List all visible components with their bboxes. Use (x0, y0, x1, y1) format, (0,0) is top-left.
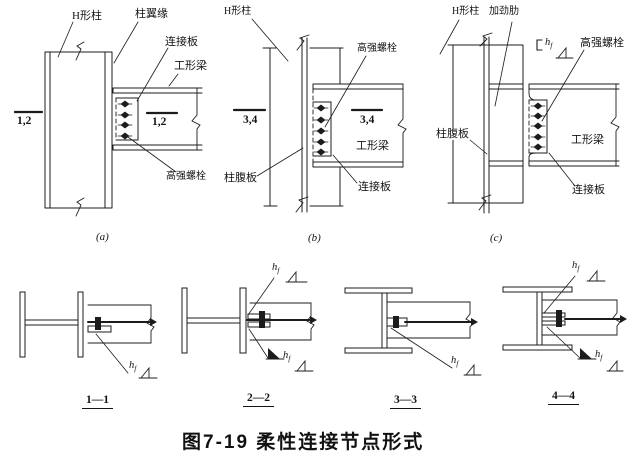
label-bolts-a: 高强螺栓 (166, 171, 206, 182)
section-mark-34-right: 3,4 (360, 114, 375, 126)
panel-b-caption: (b) (308, 232, 321, 244)
weld-size-label-s1: hf (129, 360, 137, 374)
label-plate-c: 连接板 (572, 184, 605, 196)
weld-size-label-s2-top: hf (272, 262, 280, 276)
weld-symbol-sub: f (277, 266, 280, 276)
panel-a-linework (13, 21, 203, 217)
label-column-web-b: 柱腹板 (224, 172, 257, 184)
weld-symbol-sub: f (456, 359, 459, 369)
weld-symbol-base: h (272, 262, 278, 273)
label-plate-b: 连接板 (358, 181, 391, 193)
section-mark-12-right: 1,2 (152, 116, 167, 128)
weld-symbol-base: h (129, 360, 135, 371)
label-h-column-c: H形柱 (452, 6, 480, 17)
weld-symbol-sub: f (134, 364, 137, 374)
section-mark-12-left: 1,2 (17, 115, 32, 127)
label-plate-a: 连接板 (165, 36, 198, 48)
weld-symbol-base: h (572, 260, 578, 271)
label-stiffener-c: 加劲肋 (489, 6, 519, 17)
section-3-3-linework (344, 287, 482, 376)
section-1-1-linework (19, 291, 158, 379)
weld-symbol-base: h (283, 350, 289, 361)
weld-symbol-sub: f (600, 353, 603, 363)
section-label-2-2: 2—2 (243, 392, 274, 407)
weld-size-label-c: hf (545, 37, 553, 51)
figure-caption: 图7-19 柔性连接节点形式 (182, 432, 425, 453)
label-h-column-b: H形柱 (224, 6, 252, 17)
label-bolts-b: 高强螺栓 (357, 43, 397, 54)
weld-symbol-sub: f (577, 264, 580, 274)
section-mark-34-left: 3,4 (243, 114, 258, 126)
weld-size-label-s4-bottom: hf (595, 349, 603, 363)
panel-c-linework (439, 19, 620, 214)
label-beam-b: 工形梁 (356, 140, 389, 152)
weld-symbol-base: h (545, 37, 551, 48)
label-beam-a: 工形梁 (174, 60, 207, 72)
weld-size-label-s4-top: hf (572, 260, 580, 274)
label-column-flange-a: 柱翼缘 (135, 8, 168, 20)
section-4-4-linework (502, 270, 627, 372)
panel-b-linework (232, 18, 407, 213)
weld-size-label-s3: hf (451, 355, 459, 369)
section-label-3-3: 3—3 (390, 394, 421, 409)
section-label-1-1: 1—1 (82, 394, 113, 409)
weld-symbol-sub: f (288, 354, 291, 364)
weld-symbol-base: h (595, 349, 601, 360)
panel-c-caption: (c) (490, 232, 503, 244)
label-h-column-a: H形柱 (72, 10, 102, 22)
label-column-web-c: 柱腹板 (435, 128, 470, 141)
panel-a-caption: (a) (96, 231, 109, 243)
weld-symbol-sub: f (550, 41, 553, 51)
weld-symbol-base: h (451, 355, 457, 366)
label-beam-c: 工形梁 (571, 134, 604, 146)
section-2-2-linework (181, 271, 317, 372)
section-label-4-4: 4—4 (548, 390, 579, 405)
label-bolts-c: 高强螺栓 (580, 37, 624, 49)
weld-size-label-s2-bottom: hf (283, 350, 291, 364)
